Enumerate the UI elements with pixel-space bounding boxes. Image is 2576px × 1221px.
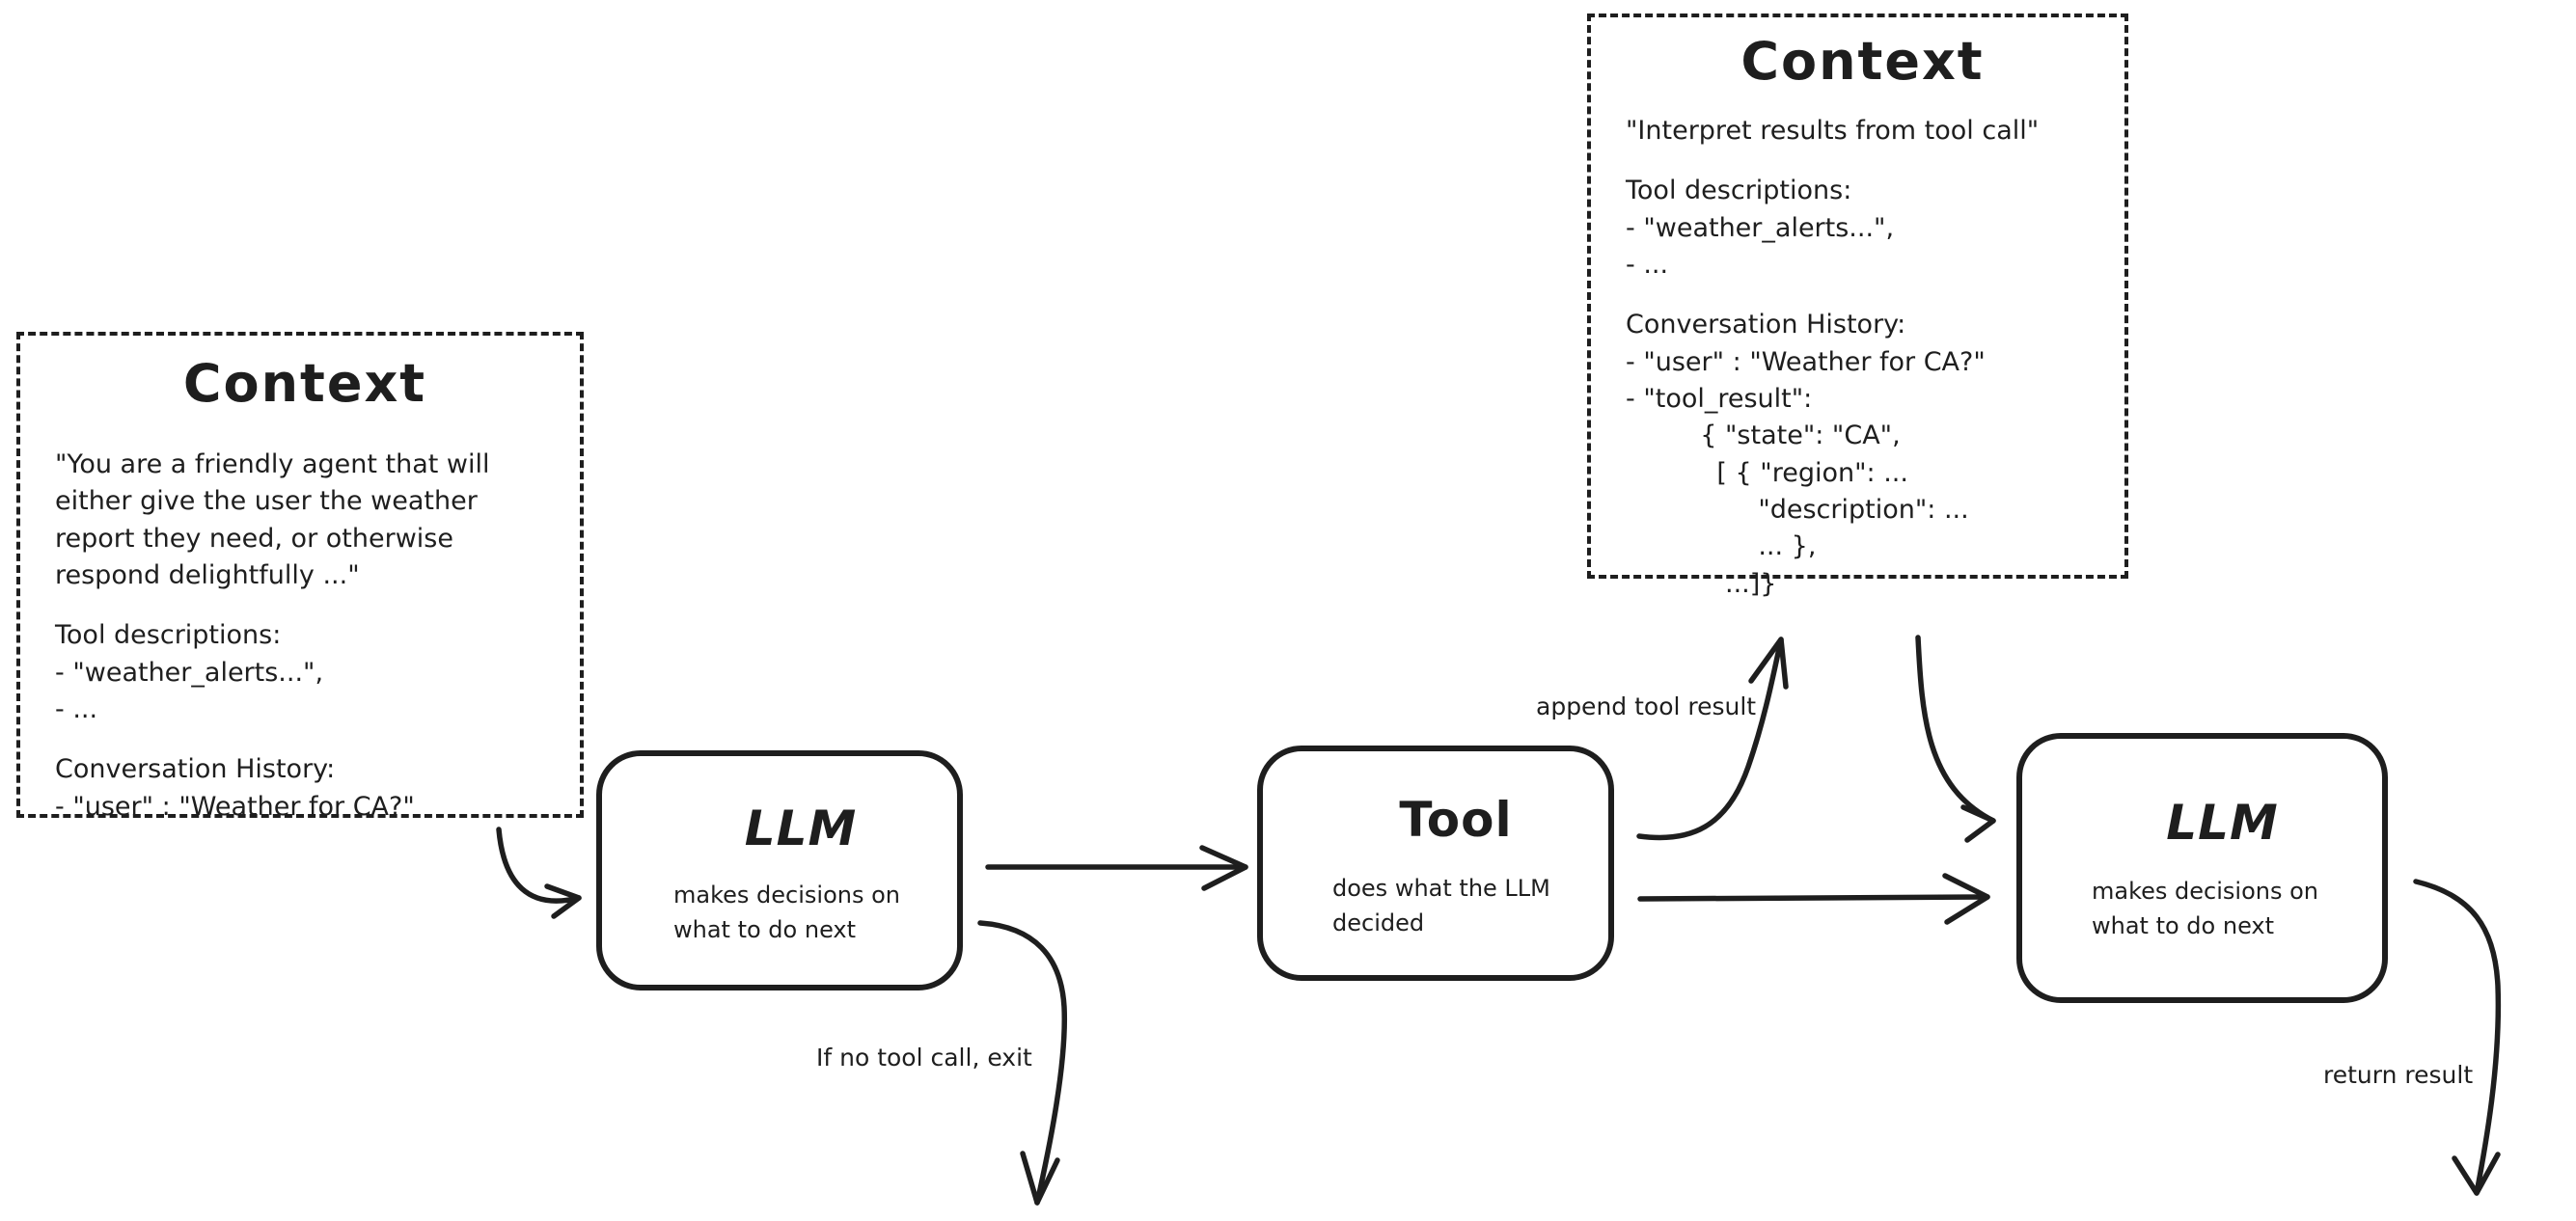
text-line: what to do next — [2092, 912, 2275, 939]
node-context-initial: Context "You are a friendly agent that w… — [16, 332, 584, 822]
text-line: makes decisions on — [673, 882, 900, 909]
arrow-tool-to-context-append — [1636, 637, 1789, 841]
node-text: makes decisions on what to do next — [673, 878, 928, 947]
node-llm-1: LLM makes decisions on what to do next — [596, 750, 963, 990]
node-text: "Interpret results from tool call" Tool d… — [1626, 113, 2099, 603]
node-llm-2: LLM makes decisions on what to do next — [2016, 733, 2388, 1003]
arrow-context-to-llm2 — [1915, 635, 1996, 843]
text-line: does what the LLM — [1332, 875, 1550, 902]
node-tool: Tool does what the LLM decided — [1257, 746, 1614, 981]
node-title: Tool — [1399, 792, 1513, 848]
text-line: - ... — [55, 693, 98, 724]
arrow-llm2-return-result — [2413, 879, 2502, 1196]
text-line: - "weather_alerts...", — [55, 657, 324, 688]
edge-label-append-tool-result: append tool result — [1536, 692, 1757, 720]
text-line — [55, 594, 555, 617]
text-line: what to do next — [673, 916, 857, 943]
text-line: Conversation History: — [1626, 310, 1906, 340]
text-line: report they need, or otherwise — [55, 523, 453, 554]
text-line: - ... — [1626, 249, 1669, 280]
text-line: Tool descriptions: — [1626, 176, 1852, 206]
node-text: does what the LLM decided — [1332, 871, 1579, 940]
node-title: Context — [1740, 31, 1985, 92]
node-title: LLM — [2166, 795, 2279, 851]
text-line — [1626, 149, 2099, 173]
node-text: makes decisions on what to do next — [2092, 874, 2353, 943]
text-line: - "user" : "Weather for CA?" — [1626, 346, 1986, 377]
text-line: Tool descriptions: — [55, 620, 282, 651]
arrow-tool-to-llm2 — [1637, 873, 1990, 925]
text-line: either give the user the weather — [55, 486, 478, 517]
text-line: decided — [1332, 909, 1425, 936]
node-title: LLM — [744, 800, 858, 856]
text-line: "description": ... — [1626, 494, 1969, 525]
edge-label-return-result: return result — [2323, 1061, 2474, 1089]
text-line: ... }, — [1626, 531, 1817, 562]
text-line — [55, 728, 555, 751]
text-line: makes decisions on — [2092, 878, 2318, 905]
text-line: "Interpret results from tool call" — [1626, 116, 2040, 146]
node-context-with-result: Context "Interpret results from tool cal… — [1587, 14, 2128, 599]
text-line: [ { "region": ... — [1626, 457, 1908, 488]
text-line: respond delightfully ..." — [55, 559, 360, 590]
text-line: { "state": "CA", — [1626, 421, 1901, 451]
arrow-context-initial-to-llm1 — [496, 827, 582, 919]
node-text: "You are a friendly agent that will eithe… — [55, 447, 555, 826]
text-line: - "weather_alerts...", — [1626, 212, 1895, 243]
text-line: "You are a friendly agent that will — [55, 449, 490, 479]
text-line — [1626, 284, 2099, 307]
node-title: Context — [182, 353, 427, 414]
text-line: ...]} — [1626, 568, 1777, 599]
edge-label-no-tool-call-exit: If no tool call, exit — [816, 1044, 1032, 1072]
text-line: - "user" : "Weather for CA?" — [55, 791, 415, 822]
text-line: - "tool_result": — [1626, 383, 1813, 414]
text-line: Conversation History: — [55, 754, 336, 785]
arrow-llm1-to-tool — [985, 845, 1248, 891]
